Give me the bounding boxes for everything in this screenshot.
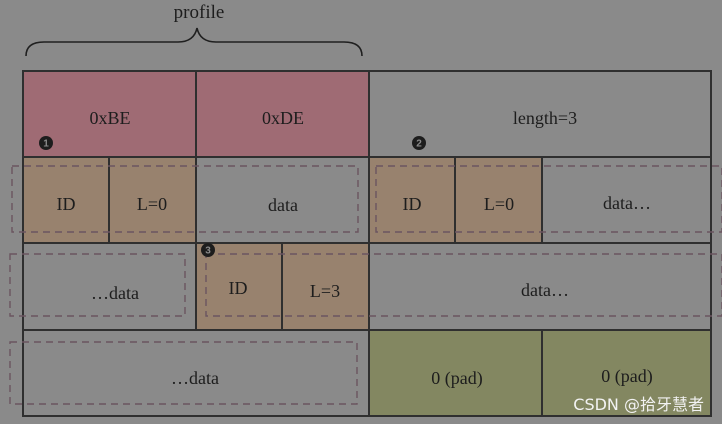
profile-title: profile [174,2,225,23]
dashed-element-3 [205,253,722,317]
marker-1: 1 [39,136,53,150]
pad-label-2: 0 (pad) [601,366,652,387]
header-0xbe-label: 0xBE [89,108,130,128]
length-label-2: L=0 [484,194,514,214]
data-cont-label-2: …data [171,368,219,388]
header-length-label: length=3 [513,108,577,128]
dashed-cont-1 [9,253,186,317]
pad-label-1: 0 (pad) [431,368,482,389]
profile-brace [25,27,363,57]
length-cell-1 [109,157,196,243]
id-label-3: ID [229,278,248,298]
data-cell-2 [542,157,711,243]
dashed-cont-2 [9,341,358,405]
data-cell-1 [196,157,369,243]
marker-2: 2 [412,136,426,150]
header-cell-0xde [196,71,369,157]
svg-text:1: 1 [43,139,49,150]
pad-cell-1 [369,330,542,416]
dashed-element-2 [375,165,722,233]
data-cont-cell-2 [23,330,369,416]
pad-cell-2 [542,330,711,416]
svg-text:2: 2 [416,139,422,150]
watermark-text: CSDN @拾牙慧者 [573,395,704,414]
length-label-3: L=3 [310,281,340,301]
id-label-1: ID [57,194,76,214]
length-cell-2 [455,157,542,243]
data-label-2: data… [603,193,651,213]
header-0xde-label: 0xDE [262,108,304,128]
length-label-1: L=0 [137,194,167,214]
data-label-1: data [268,195,298,215]
data-label-3: data… [521,280,569,300]
header-cell-length [369,71,711,157]
svg-text:3: 3 [205,246,211,257]
id-label-2: ID [403,194,422,214]
dashed-element-1 [11,165,359,233]
data-cont-label-1: …data [91,283,139,303]
id-cell-1 [23,157,109,243]
marker-3: 3 [201,243,215,257]
id-cell-2 [369,157,455,243]
grid-lines [22,70,712,417]
dashed-outlines [9,165,722,405]
